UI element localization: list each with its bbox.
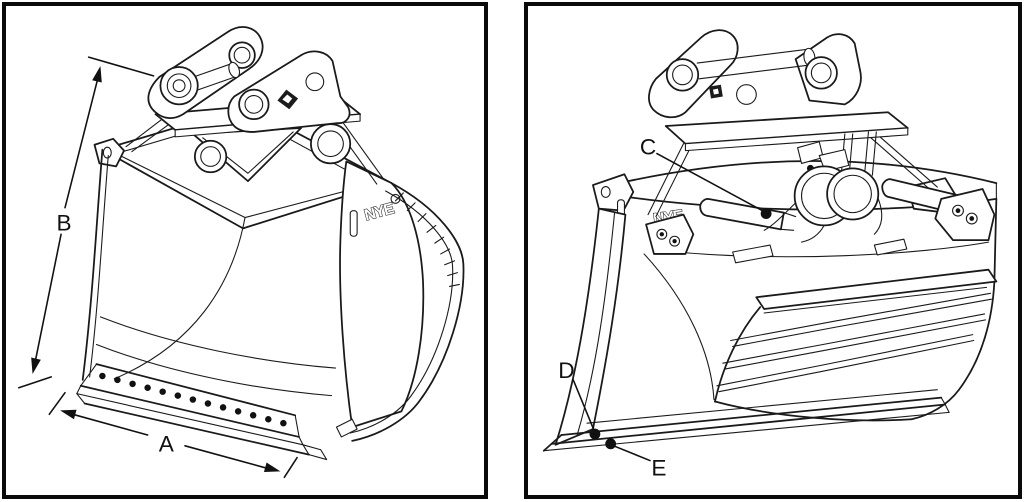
callout-c: C: [640, 135, 772, 220]
bucket-dimension-drawing: NYE: [17, 26, 465, 479]
dimension-label-b: B: [56, 210, 71, 235]
dimension-label-a: A: [159, 432, 175, 457]
callout-d: D: [558, 358, 601, 440]
bolt-row: [99, 372, 287, 427]
tilt-bucket-body: NYE: [542, 160, 998, 452]
wrapper-hatching: [394, 192, 460, 287]
tilt-bucket-callout-drawing: NYE: [542, 29, 998, 480]
quick-coupler: [648, 29, 909, 243]
callout-e: E: [605, 438, 666, 480]
dimension-a: A: [48, 391, 298, 479]
callout-dot-d: [589, 428, 601, 440]
quick-coupler: [125, 26, 385, 185]
callout-dot-c: [760, 208, 772, 220]
tilt-mechanism: [645, 131, 996, 255]
shell-ribs: [716, 292, 992, 393]
left-panel-frame: NYE: [2, 2, 488, 499]
callout-label-c: C: [640, 135, 656, 160]
bucket-body: NYE: [76, 105, 465, 461]
right-panel-frame: NYE: [524, 2, 1022, 499]
tilt-cylinder: [699, 197, 785, 231]
callout-label-d: D: [558, 358, 574, 383]
callout-dot-e: [605, 438, 617, 450]
dimension-b: B: [17, 56, 155, 389]
callout-label-e: E: [651, 455, 666, 480]
